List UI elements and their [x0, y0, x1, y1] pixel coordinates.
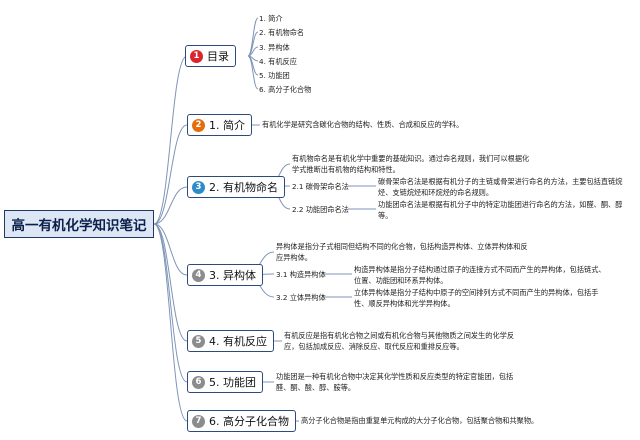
toc-item[interactable]: 4. 有机反应 — [259, 57, 297, 66]
toc-item[interactable]: 6. 高分子化合物 — [259, 85, 312, 94]
section-badge: 3 — [192, 180, 205, 194]
subsection-text: 立体异构体是指分子结构中原子的空间排列方式不同而产生的异构体，包括手性、顺反异构… — [354, 288, 599, 308]
toc-badge: 1 — [190, 49, 203, 63]
subsection-label[interactable]: 2.1 碳骨架命名法 — [292, 182, 349, 191]
subsection-label[interactable]: 2.2 功能团命名法 — [292, 205, 349, 214]
subsection-text: 碳骨架命名法是根据有机分子的主链或骨架进行命名的方法，主要包括直链烷烃、支链烷烃… — [378, 177, 623, 197]
subsection-label[interactable]: 3.2 立体异构体 — [276, 293, 326, 302]
section-badge: 5 — [192, 334, 205, 348]
toc-item[interactable]: 3. 异构体 — [259, 43, 290, 52]
branch-line — [153, 186, 188, 225]
section-node-isomers[interactable]: 4 3. 异构体 — [187, 264, 263, 286]
section-text: 有机化学是研究含碳化合物的结构、性质、合成和反应的学科。 — [262, 120, 464, 129]
section-node-functional-groups[interactable]: 6 5. 功能团 — [187, 371, 263, 393]
section-text: 功能团是一种有机化合物中决定其化学性质和反应类型的特定官能团，包括醛、酮、酸、醇… — [276, 372, 514, 392]
branch-line — [153, 55, 188, 225]
section-label: 1. 简介 — [209, 119, 245, 132]
subsection-label[interactable]: 3.1 构造异构体 — [276, 270, 326, 279]
section-label: 6. 高分子化合物 — [209, 415, 289, 428]
section-badge: 7 — [192, 414, 205, 428]
section-label: 2. 有机物命名 — [209, 181, 278, 194]
toc-item[interactable]: 2. 有机物命名 — [259, 28, 305, 37]
toc-item[interactable]: 1. 简介 — [259, 14, 283, 23]
section-node-naming[interactable]: 3 2. 有机物命名 — [187, 176, 285, 198]
section-label: 3. 异构体 — [209, 269, 256, 282]
subsection-text: 构造异构体是指分子结构通过原子的连接方式不同而产生的异构体，包括链式、位置、功能… — [354, 265, 606, 285]
section-text: 有机物命名是有机化学中重要的基础知识。通过命名规则，我们可以根据化学式推断出有机… — [292, 154, 530, 174]
section-node-reactions[interactable]: 5 4. 有机反应 — [187, 330, 274, 352]
section-text: 异构体是指分子式相同但结构不同的化合物，包括构造异构体、立体异构体和反应异构体。 — [276, 242, 528, 262]
root-title: 高一有机化学知识笔记 — [11, 218, 147, 234]
toc-line — [247, 55, 259, 90]
section-badge: 4 — [192, 268, 205, 282]
section-node-polymers[interactable]: 7 6. 高分子化合物 — [187, 410, 296, 432]
section-label: 5. 功能团 — [209, 376, 256, 389]
toc-node[interactable]: 1 目录 — [185, 45, 236, 67]
toc-item[interactable]: 5. 功能团 — [259, 71, 290, 80]
branch-line — [153, 124, 188, 225]
section-label: 4. 有机反应 — [209, 335, 267, 348]
branch-line — [153, 223, 188, 383]
section-text: 高分子化合物是指由重复单元构成的大分子化合物，包括聚合物和共聚物。 — [301, 416, 539, 425]
section-text: 有机反应是指有机化合物之间或有机化合物与其他物质之间发生的化学反应，包括加成反应… — [284, 331, 515, 351]
section-node-intro[interactable]: 2 1. 简介 — [187, 114, 252, 136]
subsection-text: 功能团命名法是根据有机分子中的特定功能团进行命名的方法，如醛、酮、醇等。 — [378, 200, 623, 220]
root-topic[interactable]: 高一有机化学知识笔记 — [4, 210, 154, 238]
section-badge: 6 — [192, 375, 205, 389]
toc-line — [247, 17, 259, 57]
toc-label: 目录 — [207, 50, 229, 63]
branch-line — [153, 223, 188, 422]
section-badge: 2 — [192, 118, 205, 132]
branch-line — [153, 223, 188, 276]
